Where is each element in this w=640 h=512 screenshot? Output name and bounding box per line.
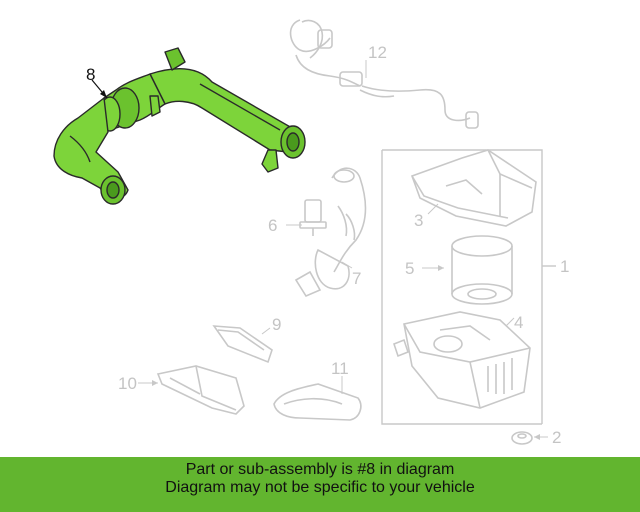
callout-2: 2 <box>552 428 561 447</box>
callout-1: 1 <box>560 257 569 276</box>
part-12-wiring-harness <box>289 19 479 129</box>
part-7-inlet-duct <box>294 167 367 298</box>
info-banner: Part or sub-assembly is #8 in diagram Di… <box>0 457 640 512</box>
banner-line-2: Diagram may not be specific to your vehi… <box>165 479 475 496</box>
callout-7: 7 <box>352 269 361 288</box>
part-8-air-intake-tube <box>53 47 306 205</box>
callout-12: 12 <box>368 43 387 62</box>
callout-3: 3 <box>414 211 423 230</box>
callout-10: 10 <box>118 374 137 393</box>
part-5-air-filter <box>451 235 513 305</box>
callout-4: 4 <box>514 313 523 332</box>
part-3-air-cleaner-cover <box>410 149 537 227</box>
part-1-air-cleaner-assembly-bracket <box>381 149 556 425</box>
callout-8: 8 <box>86 65 95 84</box>
part-6-sensor <box>299 199 327 236</box>
banner-line-1: Part or sub-assembly is #8 in diagram <box>185 461 455 478</box>
parts-diagram: 12 8 7 6 9 <box>53 19 569 447</box>
part-2-grommet <box>511 431 533 445</box>
part-9-seal <box>212 325 273 364</box>
callout-9: 9 <box>272 315 281 334</box>
part-4-air-cleaner-box <box>393 311 531 409</box>
part-10-intake-scoop <box>156 365 245 415</box>
part-11-bracket <box>273 383 362 421</box>
callout-6: 6 <box>268 216 277 235</box>
callout-11: 11 <box>331 359 349 378</box>
callout-5: 5 <box>405 259 414 278</box>
